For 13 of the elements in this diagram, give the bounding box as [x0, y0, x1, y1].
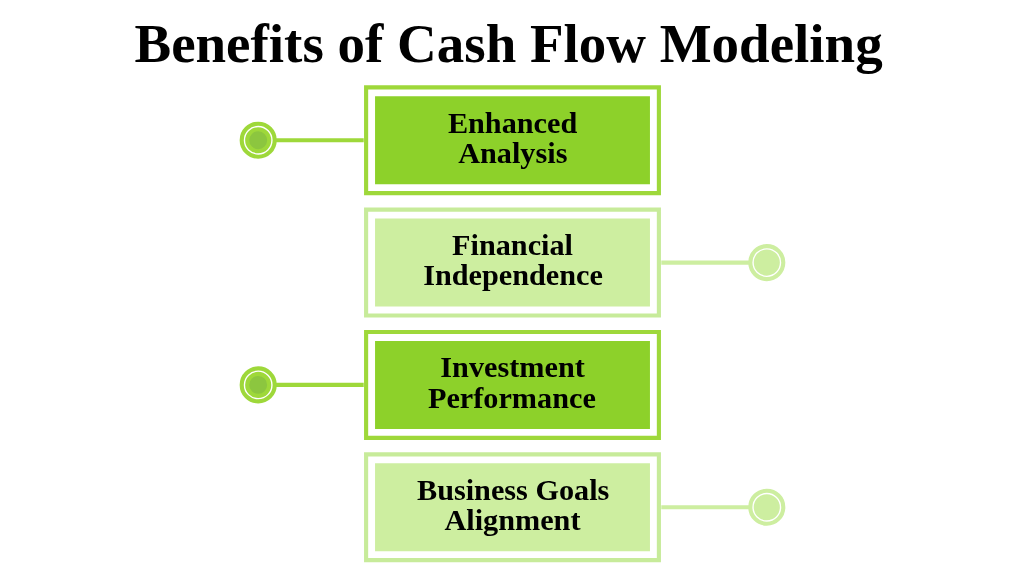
node-box: Financial Independence [363, 207, 661, 318]
connector [660, 260, 750, 265]
connector [274, 138, 364, 143]
node-box: Business Goals Alignment [363, 452, 661, 563]
node-box: Enhanced Analysis [363, 85, 661, 196]
node-circle [239, 366, 277, 404]
node-circle [747, 488, 785, 526]
node-box: Investment Performance [363, 329, 661, 440]
diagram-title: Benefits of Cash Flow Modeling [133, 12, 883, 74]
node-circle [239, 121, 277, 159]
node-circle [747, 244, 785, 282]
connector [274, 382, 364, 387]
connector [660, 505, 750, 510]
